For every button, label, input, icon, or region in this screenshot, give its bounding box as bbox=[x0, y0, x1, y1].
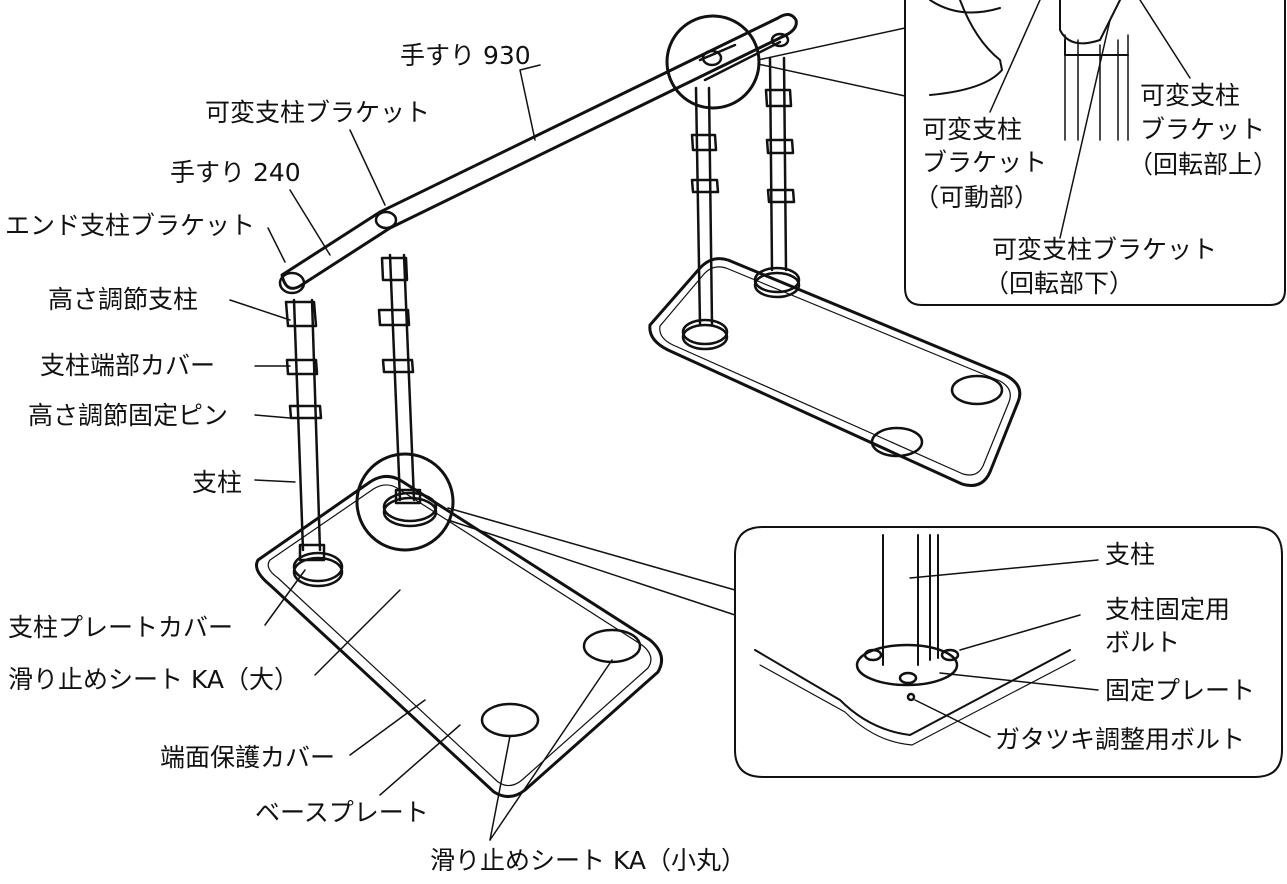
movable-part-label-line3: （可動部） bbox=[914, 183, 1040, 212]
fix-bolt-label-line2: ボルト bbox=[1105, 628, 1181, 657]
post-plate-cover-label: 支柱プレートカバー bbox=[8, 613, 234, 642]
end-bracket-label: エンド支柱ブラケット bbox=[5, 211, 256, 240]
top-detail-panel bbox=[757, 0, 1286, 306]
movable-part-label-line2: ブラケット bbox=[922, 148, 1048, 177]
bottom-detail-panel bbox=[447, 507, 1283, 778]
top-highlight-circle bbox=[665, 14, 761, 110]
handrails bbox=[278, 13, 798, 295]
antislip-large-label: 滑り止めシート KA（大） bbox=[8, 665, 300, 694]
handrail-240-label: 手すり 240 bbox=[170, 158, 301, 187]
edge-cover-label: 端面保護カバー bbox=[160, 743, 336, 772]
movable-part-label-line1: 可変支柱 bbox=[922, 115, 1023, 144]
base-plate-label: ベースプレート bbox=[255, 798, 429, 827]
post-label: 支柱 bbox=[192, 468, 243, 497]
rotation-lower-label-line2: （回転部下） bbox=[984, 269, 1135, 298]
handrail-930-label: 手すり 930 bbox=[400, 41, 531, 70]
rotation-lower-label-line1: 可変支柱ブラケット bbox=[992, 235, 1218, 264]
height-pin-label: 高さ調節固定ピン bbox=[28, 401, 229, 430]
fix-plate-label: 固定プレート bbox=[1105, 676, 1256, 705]
antislip-small-label: 滑り止めシート KA（小丸） bbox=[430, 846, 747, 875]
post-end-cover-label: 支柱端部カバー bbox=[40, 351, 216, 380]
detail-post-label: 支柱 bbox=[1105, 540, 1156, 569]
height-post-label: 高さ調節支柱 bbox=[48, 285, 199, 314]
adjust-bolt-label: ガタツキ調整用ボルト bbox=[995, 725, 1246, 754]
rotation-upper-label-line2: ブラケット bbox=[1140, 115, 1266, 144]
fix-bolt-label-line1: 支柱固定用 bbox=[1105, 595, 1231, 624]
rotation-upper-label-line3: （回転部上） bbox=[1128, 150, 1279, 179]
rotation-upper-label-line1: 可変支柱 bbox=[1140, 81, 1241, 110]
variable-bracket-label: 可変支柱ブラケット bbox=[205, 98, 431, 127]
leader-lines bbox=[229, 64, 613, 841]
bottom-highlight-circle bbox=[355, 452, 455, 552]
right-base-plate bbox=[648, 257, 1022, 487]
posts bbox=[284, 56, 801, 588]
